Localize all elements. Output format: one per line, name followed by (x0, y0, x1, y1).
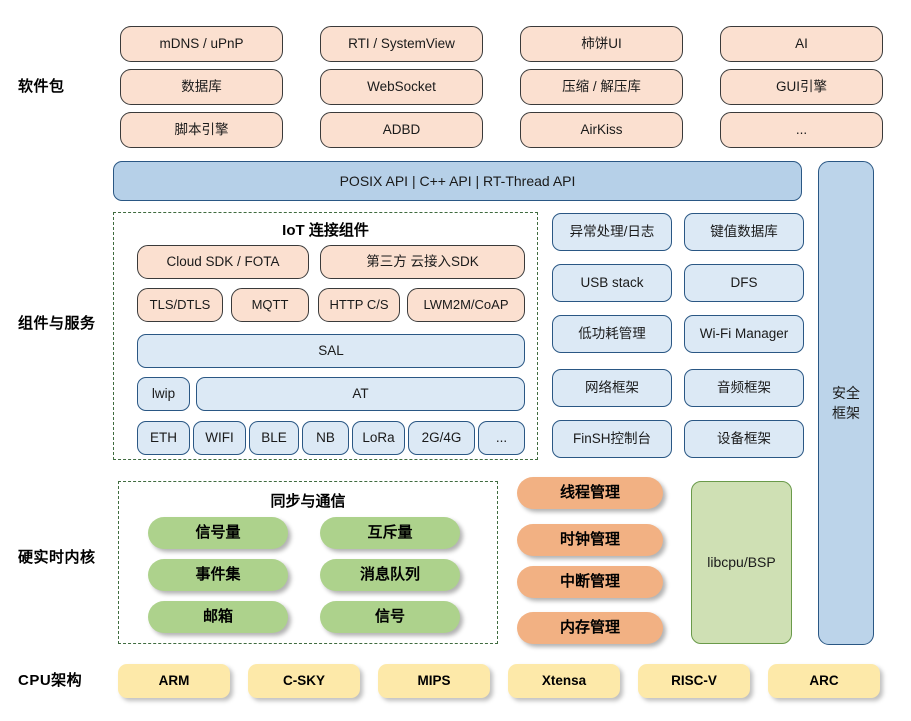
security-framework-line1: 安全 (832, 384, 860, 401)
iot-link-lora[interactable]: LoRa (352, 421, 405, 455)
kernel-thread-mgmt[interactable]: 线程管理 (517, 477, 663, 509)
iot-group-title: IoT 连接组件 (282, 222, 369, 239)
iot-link-2g-4g[interactable]: 2G/4G (408, 421, 475, 455)
iot-protocol-http-cs[interactable]: HTTP C/S (318, 288, 400, 322)
component-usb-stack[interactable]: USB stack (552, 264, 672, 302)
software-package-item[interactable]: AI (720, 26, 883, 62)
cpu-arch-mips[interactable]: MIPS (378, 664, 490, 698)
kernel-mailbox[interactable]: 邮箱 (148, 601, 288, 633)
sync-comm-group-title: 同步与通信 (270, 493, 346, 510)
software-package-item[interactable]: GUI引擎 (720, 69, 883, 105)
software-package-item[interactable]: WebSocket (320, 69, 483, 105)
security-framework-line2: 框架 (832, 405, 860, 421)
software-package-item[interactable]: 柿饼UI (520, 26, 683, 62)
sync-comm-group-container (118, 481, 498, 644)
software-package-item[interactable]: 压缩 / 解压库 (520, 69, 683, 105)
row-label-hard-realtime-kernel: 硬实时内核 (18, 549, 96, 566)
iot-at[interactable]: AT (196, 377, 525, 411)
iot-group-container (113, 212, 538, 460)
kernel-event-set[interactable]: 事件集 (148, 559, 288, 591)
kernel-memory-mgmt[interactable]: 内存管理 (517, 612, 663, 644)
iot-link-more[interactable]: ... (478, 421, 525, 455)
component-key-value-db[interactable]: 键值数据库 (684, 213, 804, 251)
kernel-signal[interactable]: 信号 (320, 601, 460, 633)
row-label-cpu-architecture: CPU架构 (18, 672, 83, 689)
software-package-item[interactable]: ADBD (320, 112, 483, 148)
cpu-arch-c-sky[interactable]: C-SKY (248, 664, 360, 698)
iot-protocol-tls-dtls[interactable]: TLS/DTLS (137, 288, 223, 322)
row-label-software-package: 软件包 (18, 78, 65, 95)
iot-link-ble[interactable]: BLE (249, 421, 299, 455)
row-label-components-services: 组件与服务 (18, 315, 96, 332)
kernel-interrupt-mgmt[interactable]: 中断管理 (517, 566, 663, 598)
component-dfs[interactable]: DFS (684, 264, 804, 302)
security-framework-column[interactable]: 安全 框架 (818, 161, 874, 645)
iot-protocol-mqtt[interactable]: MQTT (231, 288, 309, 322)
software-package-item[interactable]: 脚本引擎 (120, 112, 283, 148)
iot-protocol-lwm2m-coap[interactable]: LWM2M/CoAP (407, 288, 525, 322)
kernel-clock-mgmt[interactable]: 时钟管理 (517, 524, 663, 556)
software-package-item[interactable]: 数据库 (120, 69, 283, 105)
component-network-framework[interactable]: 网络框架 (552, 369, 672, 407)
iot-link-eth[interactable]: ETH (137, 421, 190, 455)
component-device-framework[interactable]: 设备框架 (684, 420, 804, 458)
cpu-arch-arm[interactable]: ARM (118, 664, 230, 698)
kernel-mutex[interactable]: 互斥量 (320, 517, 460, 549)
iot-third-party-cloud-sdk[interactable]: 第三方 云接入SDK (320, 245, 525, 279)
component-exception-log[interactable]: 异常处理/日志 (552, 213, 672, 251)
cpu-arch-risc-v[interactable]: RISC-V (638, 664, 750, 698)
component-audio-framework[interactable]: 音频框架 (684, 369, 804, 407)
component-low-power-mgmt[interactable]: 低功耗管理 (552, 315, 672, 353)
iot-link-nb[interactable]: NB (302, 421, 349, 455)
component-wifi-manager[interactable]: Wi-Fi Manager (684, 315, 804, 353)
software-package-item[interactable]: ... (720, 112, 883, 148)
component-finsh-console[interactable]: FinSH控制台 (552, 420, 672, 458)
libcpu-bsp[interactable]: libcpu/BSP (691, 481, 792, 644)
cpu-arch-xtensa[interactable]: Xtensa (508, 664, 620, 698)
api-bar[interactable]: POSIX API | C++ API | RT-Thread API (113, 161, 802, 201)
iot-cloud-sdk-fota[interactable]: Cloud SDK / FOTA (137, 245, 309, 279)
kernel-message-queue[interactable]: 消息队列 (320, 559, 460, 591)
software-package-item[interactable]: AirKiss (520, 112, 683, 148)
kernel-semaphore[interactable]: 信号量 (148, 517, 288, 549)
iot-link-wifi[interactable]: WIFI (193, 421, 246, 455)
software-package-item[interactable]: RTI / SystemView (320, 26, 483, 62)
iot-lwip[interactable]: lwip (137, 377, 190, 411)
cpu-arch-arc[interactable]: ARC (768, 664, 880, 698)
software-package-item[interactable]: mDNS / uPnP (120, 26, 283, 62)
iot-sal-layer[interactable]: SAL (137, 334, 525, 368)
